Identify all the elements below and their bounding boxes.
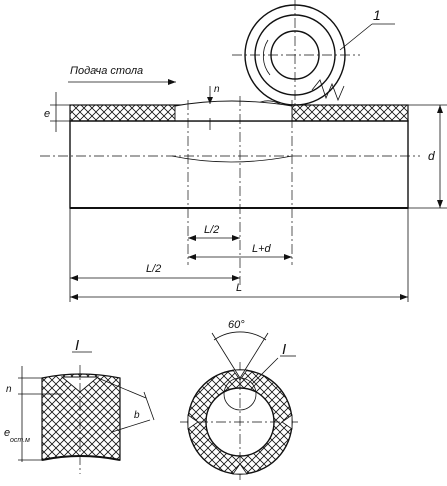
- grinding-wheel: [232, 0, 360, 112]
- dim-e: e: [44, 92, 70, 132]
- callout-1: 1: [339, 7, 395, 51]
- svg-text:n: n: [6, 384, 12, 395]
- svg-text:n: n: [214, 84, 220, 95]
- spring: [311, 79, 345, 102]
- dim-d: d: [408, 104, 447, 209]
- svg-text:ост.м: ост.м: [10, 437, 30, 444]
- dim-l-half-short: L/2: [188, 224, 240, 241]
- dim-l: L: [70, 208, 409, 302]
- svg-text:L+d: L+d: [252, 243, 272, 255]
- svg-text:b: b: [134, 410, 140, 421]
- dim-l-half-long: L/2: [69, 208, 240, 302]
- svg-text:1: 1: [373, 7, 381, 23]
- dim-l-plus-d: L+d: [188, 243, 292, 260]
- svg-text:d: d: [428, 149, 435, 163]
- svg-text:L/2: L/2: [204, 224, 219, 236]
- svg-text:L/2: L/2: [146, 263, 161, 275]
- cross-section: 60° I: [180, 319, 300, 482]
- svg-text:60°: 60°: [228, 319, 245, 331]
- feed-direction: Подача стола: [68, 65, 176, 85]
- svg-text:e: e: [44, 108, 50, 120]
- detail-i: I n e ост.м b: [4, 337, 155, 474]
- svg-text:Подача стола: Подача стола: [70, 65, 143, 77]
- dim-n: n: [207, 84, 220, 130]
- svg-text:e: e: [4, 427, 10, 439]
- svg-text:I: I: [282, 341, 286, 358]
- svg-text:L: L: [236, 282, 242, 294]
- svg-text:I: I: [75, 337, 79, 354]
- workpiece-side-view: [40, 96, 420, 285]
